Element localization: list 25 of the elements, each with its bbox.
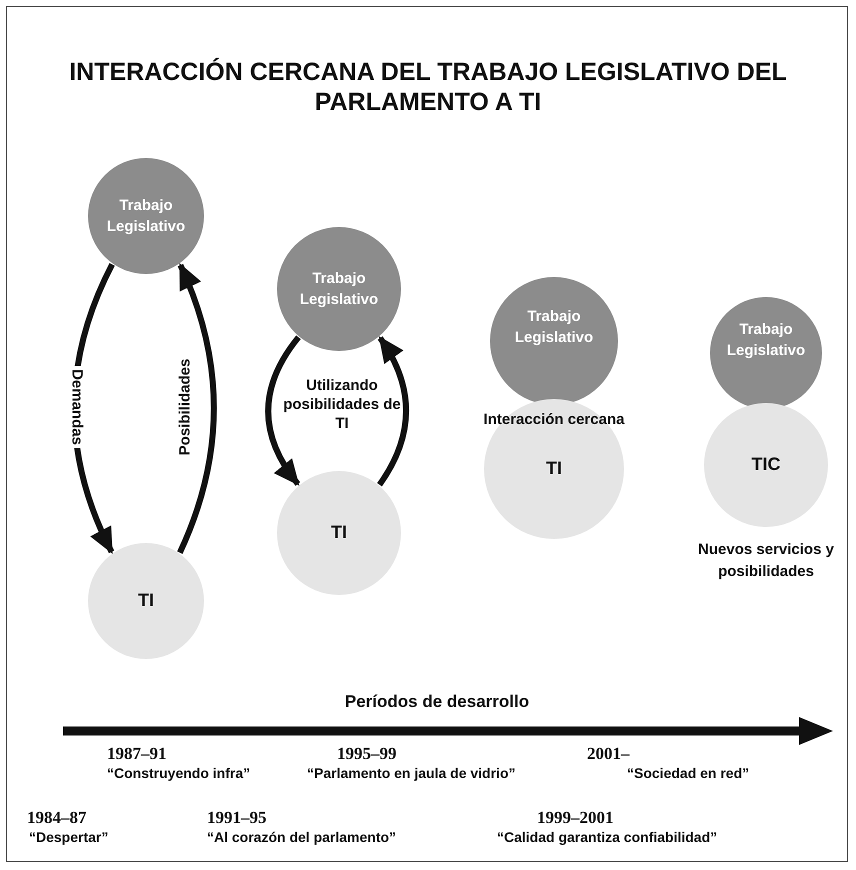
diagram-note: Interacción cercana <box>482 411 626 430</box>
node-label: Trabajo Legislativo <box>726 320 806 362</box>
diagram-title: INTERACCIÓN CERCANA DEL TRABAJO LEGISLATIVO DEL PARLAMENTO A TI <box>68 57 788 117</box>
node-label: Trabajo Legislativo <box>298 269 380 310</box>
period-name: “Al corazón del parlamento” <box>207 829 398 846</box>
period-name: “Calidad garantiza confiabilidad” <box>497 829 718 846</box>
period-year: 1991–95 <box>207 807 268 828</box>
period-year: 2001– <box>587 743 631 764</box>
period-year: 1984–87 <box>27 807 88 828</box>
period-year: 1999–2001 <box>537 807 614 828</box>
period-name: “Construyendo infra” <box>107 765 252 782</box>
node-caption: Nuevos servicios y posibilidades <box>697 540 835 582</box>
node-label: Trabajo Legislativo <box>514 306 594 348</box>
node-label: TI <box>138 589 154 612</box>
axis-label: Períodos de desarrollo <box>344 691 530 712</box>
period-name: “Despertar” <box>29 829 110 846</box>
diagram-note: Utilizando posibilidades de TI <box>282 377 402 434</box>
period-name: “Parlamento en jaula de vidrio” <box>307 765 517 782</box>
period-year: 1987–91 <box>107 743 168 764</box>
node-label: TIC <box>752 453 780 476</box>
period-name: “Sociedad en red” <box>627 765 750 782</box>
node-label: Trabajo Legislativo <box>106 196 186 237</box>
node-label: TI <box>546 457 562 480</box>
node-label: TI <box>331 521 347 544</box>
period-year: 1995–99 <box>337 743 398 764</box>
